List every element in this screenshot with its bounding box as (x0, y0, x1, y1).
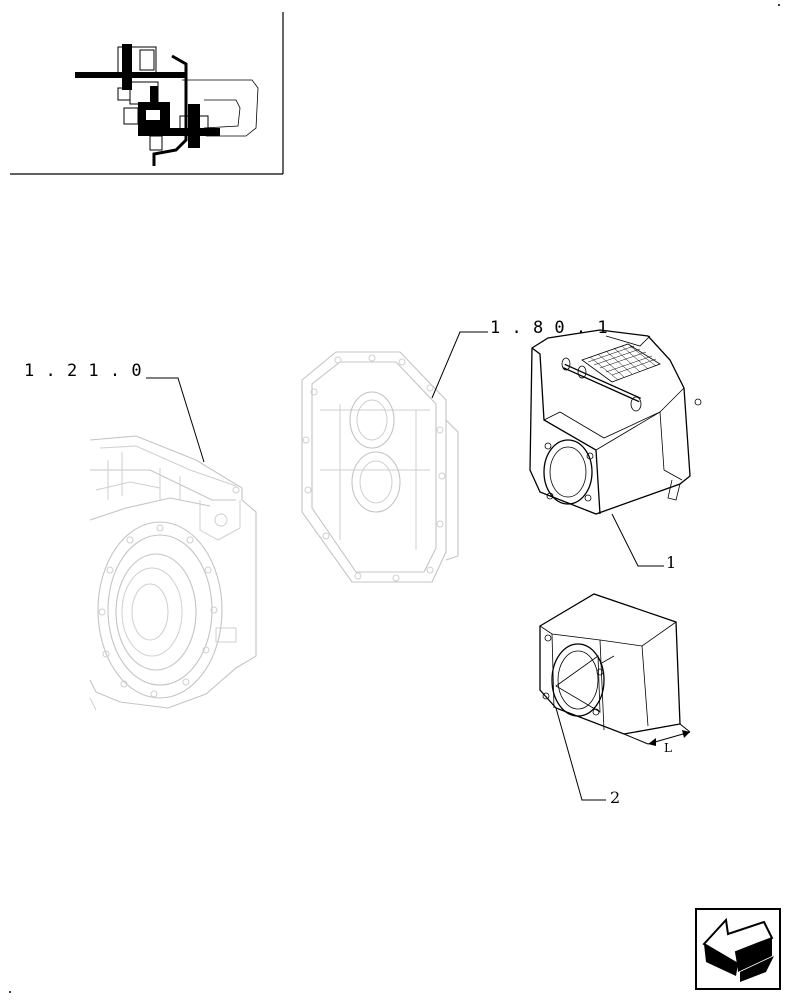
mesh-grid (587, 345, 657, 381)
previous-page-arrow-icon[interactable] (695, 908, 781, 990)
dimension-l-marker (623, 723, 691, 746)
gearbox-housing-ghost (89, 435, 257, 711)
reference-label-1-80-1: 1 . 8 0 . 1 (490, 318, 608, 338)
thumbnail-frame (10, 12, 284, 175)
item-number-2: 2 (610, 788, 620, 807)
part-1-guard (529, 329, 702, 515)
corner-dot (778, 4, 780, 6)
leader-lines (146, 331, 664, 801)
gearbox-section-thumbnail-icon (75, 44, 259, 166)
dimension-l-label: L (664, 741, 672, 755)
reference-label-1-21-0: 1 . 2 1 . 0 (24, 361, 142, 381)
cover-plate-ghost (301, 351, 459, 583)
part-2-spacer (539, 593, 681, 735)
item-number-1: 1 (666, 553, 676, 572)
corner-dot (9, 991, 11, 993)
